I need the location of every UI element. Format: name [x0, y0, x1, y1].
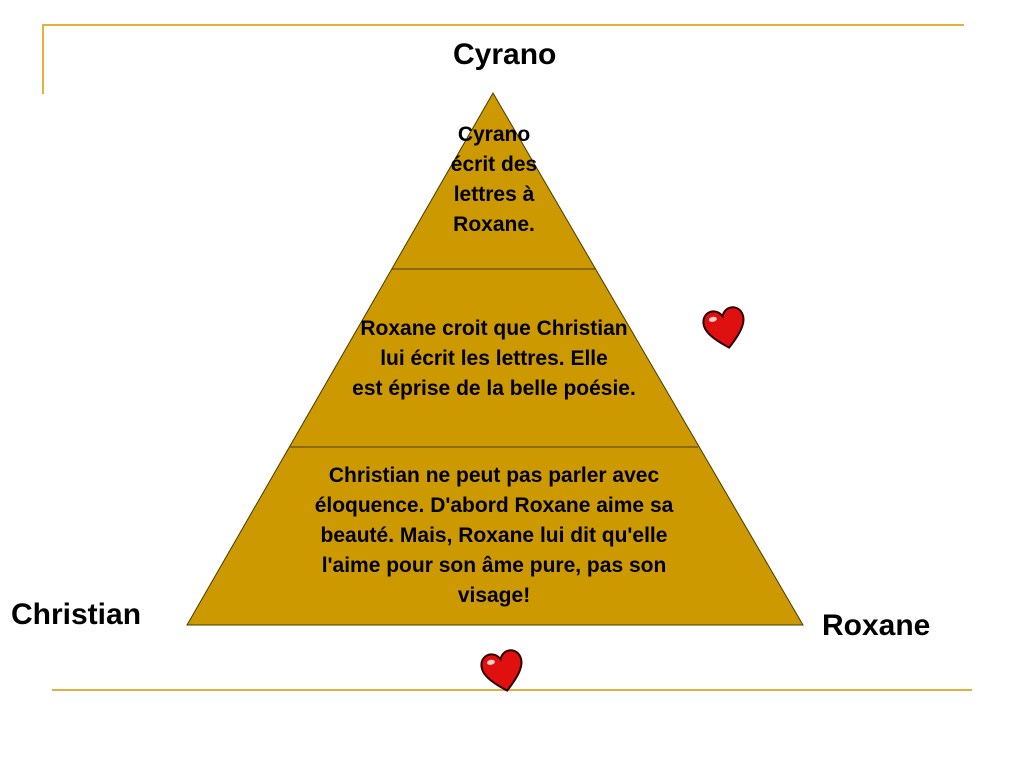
label-cyrano: Cyrano	[453, 38, 557, 71]
tier-bottom-line: beauté. Mais, Roxane lui dit qu'elle	[320, 524, 668, 547]
tier-middle-line: Roxane croit que Christian	[360, 317, 628, 340]
tier-bottom-line: l'aime pour son âme pure, pas son	[321, 554, 667, 577]
label-roxane: Roxane	[822, 609, 931, 642]
label-christian: Christian	[11, 598, 142, 631]
heart-icon	[702, 306, 745, 349]
tier-top-line: lettres à	[453, 183, 535, 206]
tier-bottom-line: Christian ne peut pas parler avec	[328, 464, 660, 487]
frame-left-line	[42, 24, 44, 94]
heart-icon	[480, 649, 523, 692]
tier-top-text: Cyrano écrit des lettres à Roxane.	[451, 120, 537, 240]
tier-top-line: Cyrano	[457, 123, 531, 146]
tier-bottom-line: éloquence. D'abord Roxane aime sa	[314, 494, 674, 517]
tier-bottom-text: Christian ne peut pas parler avec éloque…	[315, 461, 674, 611]
tier-middle-text: Roxane croit que Christian lui écrit les…	[352, 314, 636, 404]
pyramid-shape	[186, 92, 804, 626]
tier-top-line: Roxane.	[453, 213, 535, 236]
tier-middle-line: lui écrit les lettres. Elle	[380, 347, 608, 370]
tier-middle-line: est éprise de la belle poésie.	[352, 377, 636, 400]
frame-top-line	[42, 24, 964, 26]
tier-top-line: écrit des	[450, 153, 538, 176]
tier-bottom-line: visage!	[457, 584, 531, 607]
frame-bottom-line	[52, 689, 972, 691]
